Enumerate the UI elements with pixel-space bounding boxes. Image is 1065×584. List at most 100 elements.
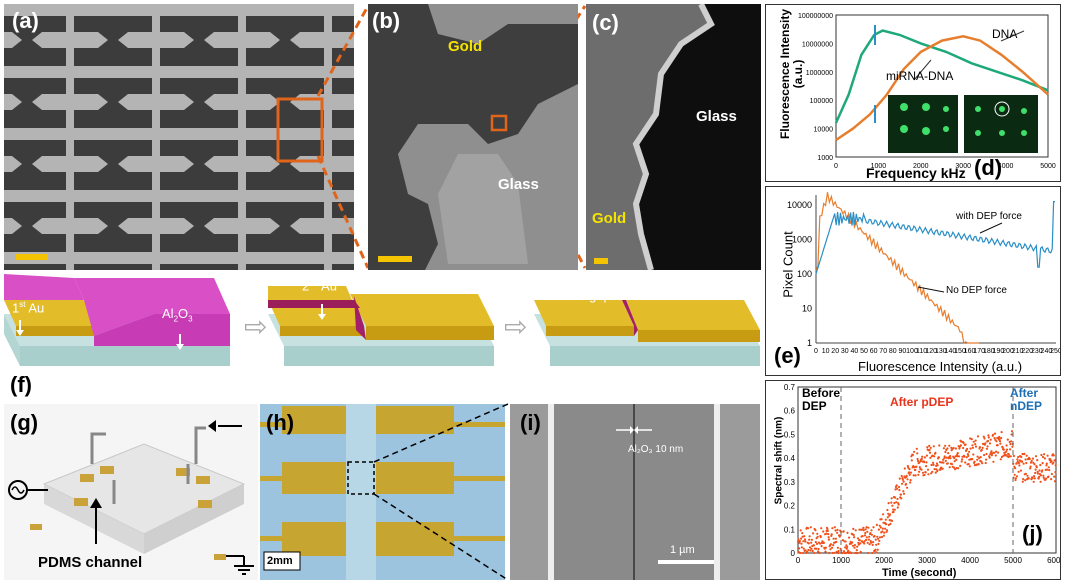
x-tick-label: 4000 bbox=[998, 163, 1014, 170]
data-point bbox=[885, 523, 888, 526]
data-point bbox=[803, 535, 806, 538]
data-point bbox=[798, 541, 801, 544]
data-point bbox=[987, 434, 990, 437]
data-point bbox=[878, 536, 882, 539]
data-point bbox=[948, 466, 951, 469]
gold-label: Gold bbox=[448, 38, 483, 55]
nanogap-label: Nanogap bbox=[558, 288, 611, 303]
data-point bbox=[884, 518, 887, 521]
y-tick-label: 0.3 bbox=[784, 478, 796, 487]
data-point bbox=[1029, 465, 1032, 468]
data-point bbox=[870, 541, 873, 544]
data-point bbox=[941, 467, 944, 470]
data-point bbox=[990, 450, 993, 453]
data-point bbox=[865, 526, 868, 529]
y-tick-label: 1000 bbox=[817, 155, 833, 162]
data-point bbox=[895, 501, 898, 504]
data-point bbox=[956, 455, 959, 458]
after-pdep-label: After pDEP bbox=[890, 395, 954, 409]
data-point bbox=[826, 529, 829, 532]
data-point bbox=[946, 462, 949, 465]
data-point bbox=[983, 453, 986, 457]
panel-label: (i) bbox=[520, 410, 541, 435]
data-point bbox=[885, 529, 889, 532]
y-tick-label: 1 bbox=[807, 338, 812, 348]
data-point bbox=[834, 529, 837, 532]
data-point bbox=[928, 448, 931, 452]
x-tick-label: 6000 bbox=[1047, 556, 1061, 565]
data-point bbox=[844, 546, 847, 549]
data-point bbox=[867, 538, 870, 541]
data-point bbox=[1042, 474, 1045, 477]
data-point bbox=[1050, 472, 1053, 476]
data-point bbox=[950, 463, 954, 466]
data-point bbox=[898, 477, 901, 480]
data-point bbox=[841, 539, 844, 542]
x-tick-label: 0 bbox=[834, 163, 838, 170]
data-point bbox=[867, 526, 870, 529]
data-point bbox=[956, 452, 959, 455]
x-tick-label: 50 bbox=[860, 348, 868, 355]
data-point bbox=[1019, 469, 1022, 472]
data-point bbox=[1013, 473, 1016, 476]
data-point bbox=[971, 458, 974, 461]
data-point bbox=[857, 543, 860, 546]
data-point bbox=[925, 465, 928, 468]
data-point bbox=[1048, 469, 1051, 472]
data-point bbox=[901, 478, 904, 481]
data-point bbox=[1010, 433, 1013, 436]
x-tick-label: 200 bbox=[1002, 348, 1014, 355]
x-tick-label: 80 bbox=[889, 348, 897, 355]
data-point bbox=[831, 551, 834, 555]
data-point bbox=[916, 457, 919, 461]
data-point bbox=[962, 446, 965, 450]
data-point bbox=[1010, 440, 1013, 443]
data-point bbox=[814, 540, 817, 544]
data-point bbox=[923, 456, 926, 459]
data-point bbox=[832, 537, 835, 540]
data-point bbox=[831, 527, 834, 530]
data-point bbox=[939, 468, 942, 471]
data-point bbox=[835, 550, 838, 553]
data-point bbox=[1053, 459, 1056, 462]
data-point bbox=[893, 501, 896, 505]
data-point bbox=[811, 549, 814, 553]
data-point bbox=[1002, 448, 1005, 451]
data-point bbox=[874, 548, 877, 551]
data-point bbox=[967, 463, 970, 466]
x-tick-label: 170 bbox=[973, 348, 985, 355]
data-point bbox=[953, 457, 956, 460]
data-point bbox=[946, 447, 949, 450]
data-point bbox=[836, 531, 839, 534]
data-point bbox=[819, 535, 822, 539]
data-point bbox=[984, 442, 987, 445]
data-point bbox=[971, 444, 974, 447]
data-point bbox=[918, 466, 921, 469]
data-point bbox=[1046, 454, 1049, 457]
frequency-chart: 100000000100000001000000100000100001000 … bbox=[798, 13, 1056, 170]
data-point bbox=[1045, 462, 1048, 465]
data-point bbox=[908, 468, 911, 471]
data-point bbox=[902, 490, 905, 493]
panel-label: (b) bbox=[372, 8, 401, 33]
data-point bbox=[857, 541, 860, 544]
x-tick-label: 5000 bbox=[1040, 163, 1056, 170]
data-point bbox=[909, 481, 912, 484]
data-point bbox=[954, 468, 957, 471]
data-point bbox=[820, 545, 823, 548]
data-point bbox=[944, 450, 947, 454]
panel-label: (j) bbox=[1022, 521, 1043, 546]
data-point bbox=[1030, 459, 1033, 463]
data-point bbox=[862, 529, 865, 532]
data-point bbox=[1039, 480, 1042, 483]
data-point bbox=[994, 454, 997, 457]
data-point bbox=[807, 542, 810, 545]
data-point bbox=[936, 464, 939, 467]
data-point bbox=[944, 444, 947, 447]
data-point bbox=[825, 532, 828, 535]
data-point bbox=[1033, 477, 1036, 480]
with-dep-label: with DEP force bbox=[956, 211, 1022, 222]
data-point bbox=[799, 551, 802, 555]
data-point bbox=[980, 448, 983, 452]
